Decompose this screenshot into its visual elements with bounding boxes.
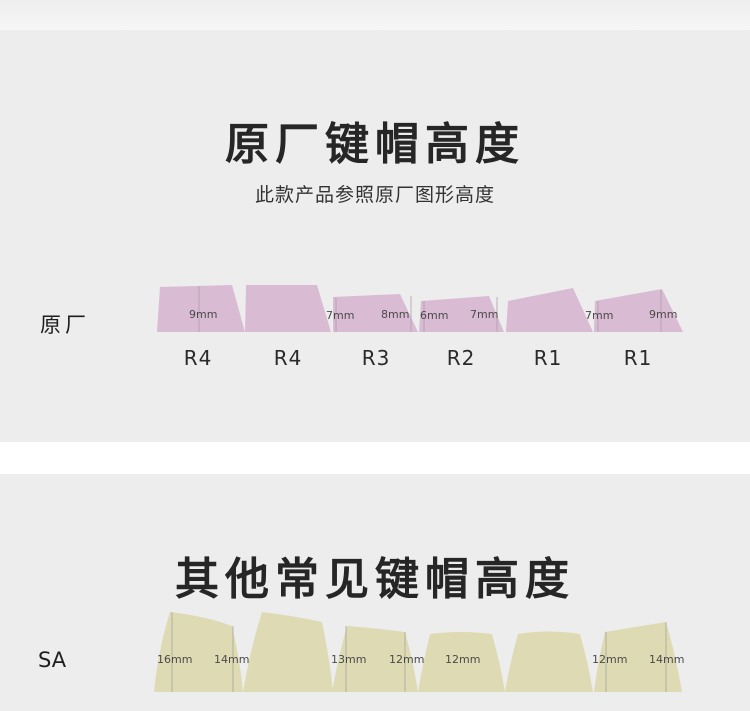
oem-keycap-r1-a xyxy=(506,288,593,332)
sa-measure-label: 12mm xyxy=(389,653,424,666)
oem-keycap-r4-a xyxy=(157,285,245,332)
sa-keycap-group: 16mm 14mm 13mm 12mm 12mm 12mm 14mm xyxy=(154,612,684,692)
oem-keycap-r4-b xyxy=(245,285,331,332)
oem-height-panel xyxy=(0,30,750,442)
oem-row-label-r4: R4 xyxy=(184,346,213,370)
oem-measure-label: 7mm xyxy=(326,309,354,322)
sa-measure-label: 13mm xyxy=(331,653,366,666)
oem-row-label-r1: R1 xyxy=(534,346,563,370)
oem-measure-label: 7mm xyxy=(470,308,498,321)
other-section-title: 其他常见键帽高度 xyxy=(175,554,575,605)
sa-keycap-r2 xyxy=(332,626,418,692)
sa-measure-label: 16mm xyxy=(157,653,192,666)
oem-section-subtitle: 此款产品参照原厂图形高度 xyxy=(254,184,495,206)
sa-dimension-lines xyxy=(171,612,667,692)
sa-measure-label: 14mm xyxy=(214,653,249,666)
oem-measure-label: 6mm xyxy=(420,309,448,322)
oem-measure-label: 8mm xyxy=(381,308,409,321)
sa-profile-label: SA xyxy=(38,648,67,672)
sa-measure-label: 14mm xyxy=(649,653,684,666)
sa-keycap-r4 xyxy=(154,612,243,692)
oem-measure-label: 7mm xyxy=(585,309,613,322)
oem-row-label-r2: R2 xyxy=(447,346,476,370)
sa-keycap-r1-b xyxy=(505,631,593,692)
sa-keycap-r3 xyxy=(243,612,333,692)
oem-dimension-lines xyxy=(198,286,662,332)
oem-keycap-r3 xyxy=(333,294,418,332)
oem-keycap-r2 xyxy=(419,296,504,332)
oem-profile-label: 原厂 xyxy=(40,313,90,337)
oem-measure-label: 9mm xyxy=(649,308,677,321)
sa-measure-label: 12mm xyxy=(445,653,480,666)
top-strip xyxy=(0,0,750,30)
oem-measure-label: 9mm xyxy=(189,308,217,321)
oem-row-label-r3: R3 xyxy=(362,346,391,370)
oem-keycap-group: 9mm 7mm 8mm 6mm 7mm 7mm 9mm R4 R4 R3 R2 … xyxy=(157,285,683,370)
section-gap xyxy=(0,442,750,474)
sa-measure-label: 12mm xyxy=(592,653,627,666)
sa-keycap-r1 xyxy=(418,632,505,692)
oem-section-title: 原厂键帽高度 xyxy=(225,119,525,170)
sa-keycap-r1-c xyxy=(594,622,682,692)
oem-row-label-r1: R1 xyxy=(624,346,653,370)
oem-row-label-r4: R4 xyxy=(274,346,303,370)
